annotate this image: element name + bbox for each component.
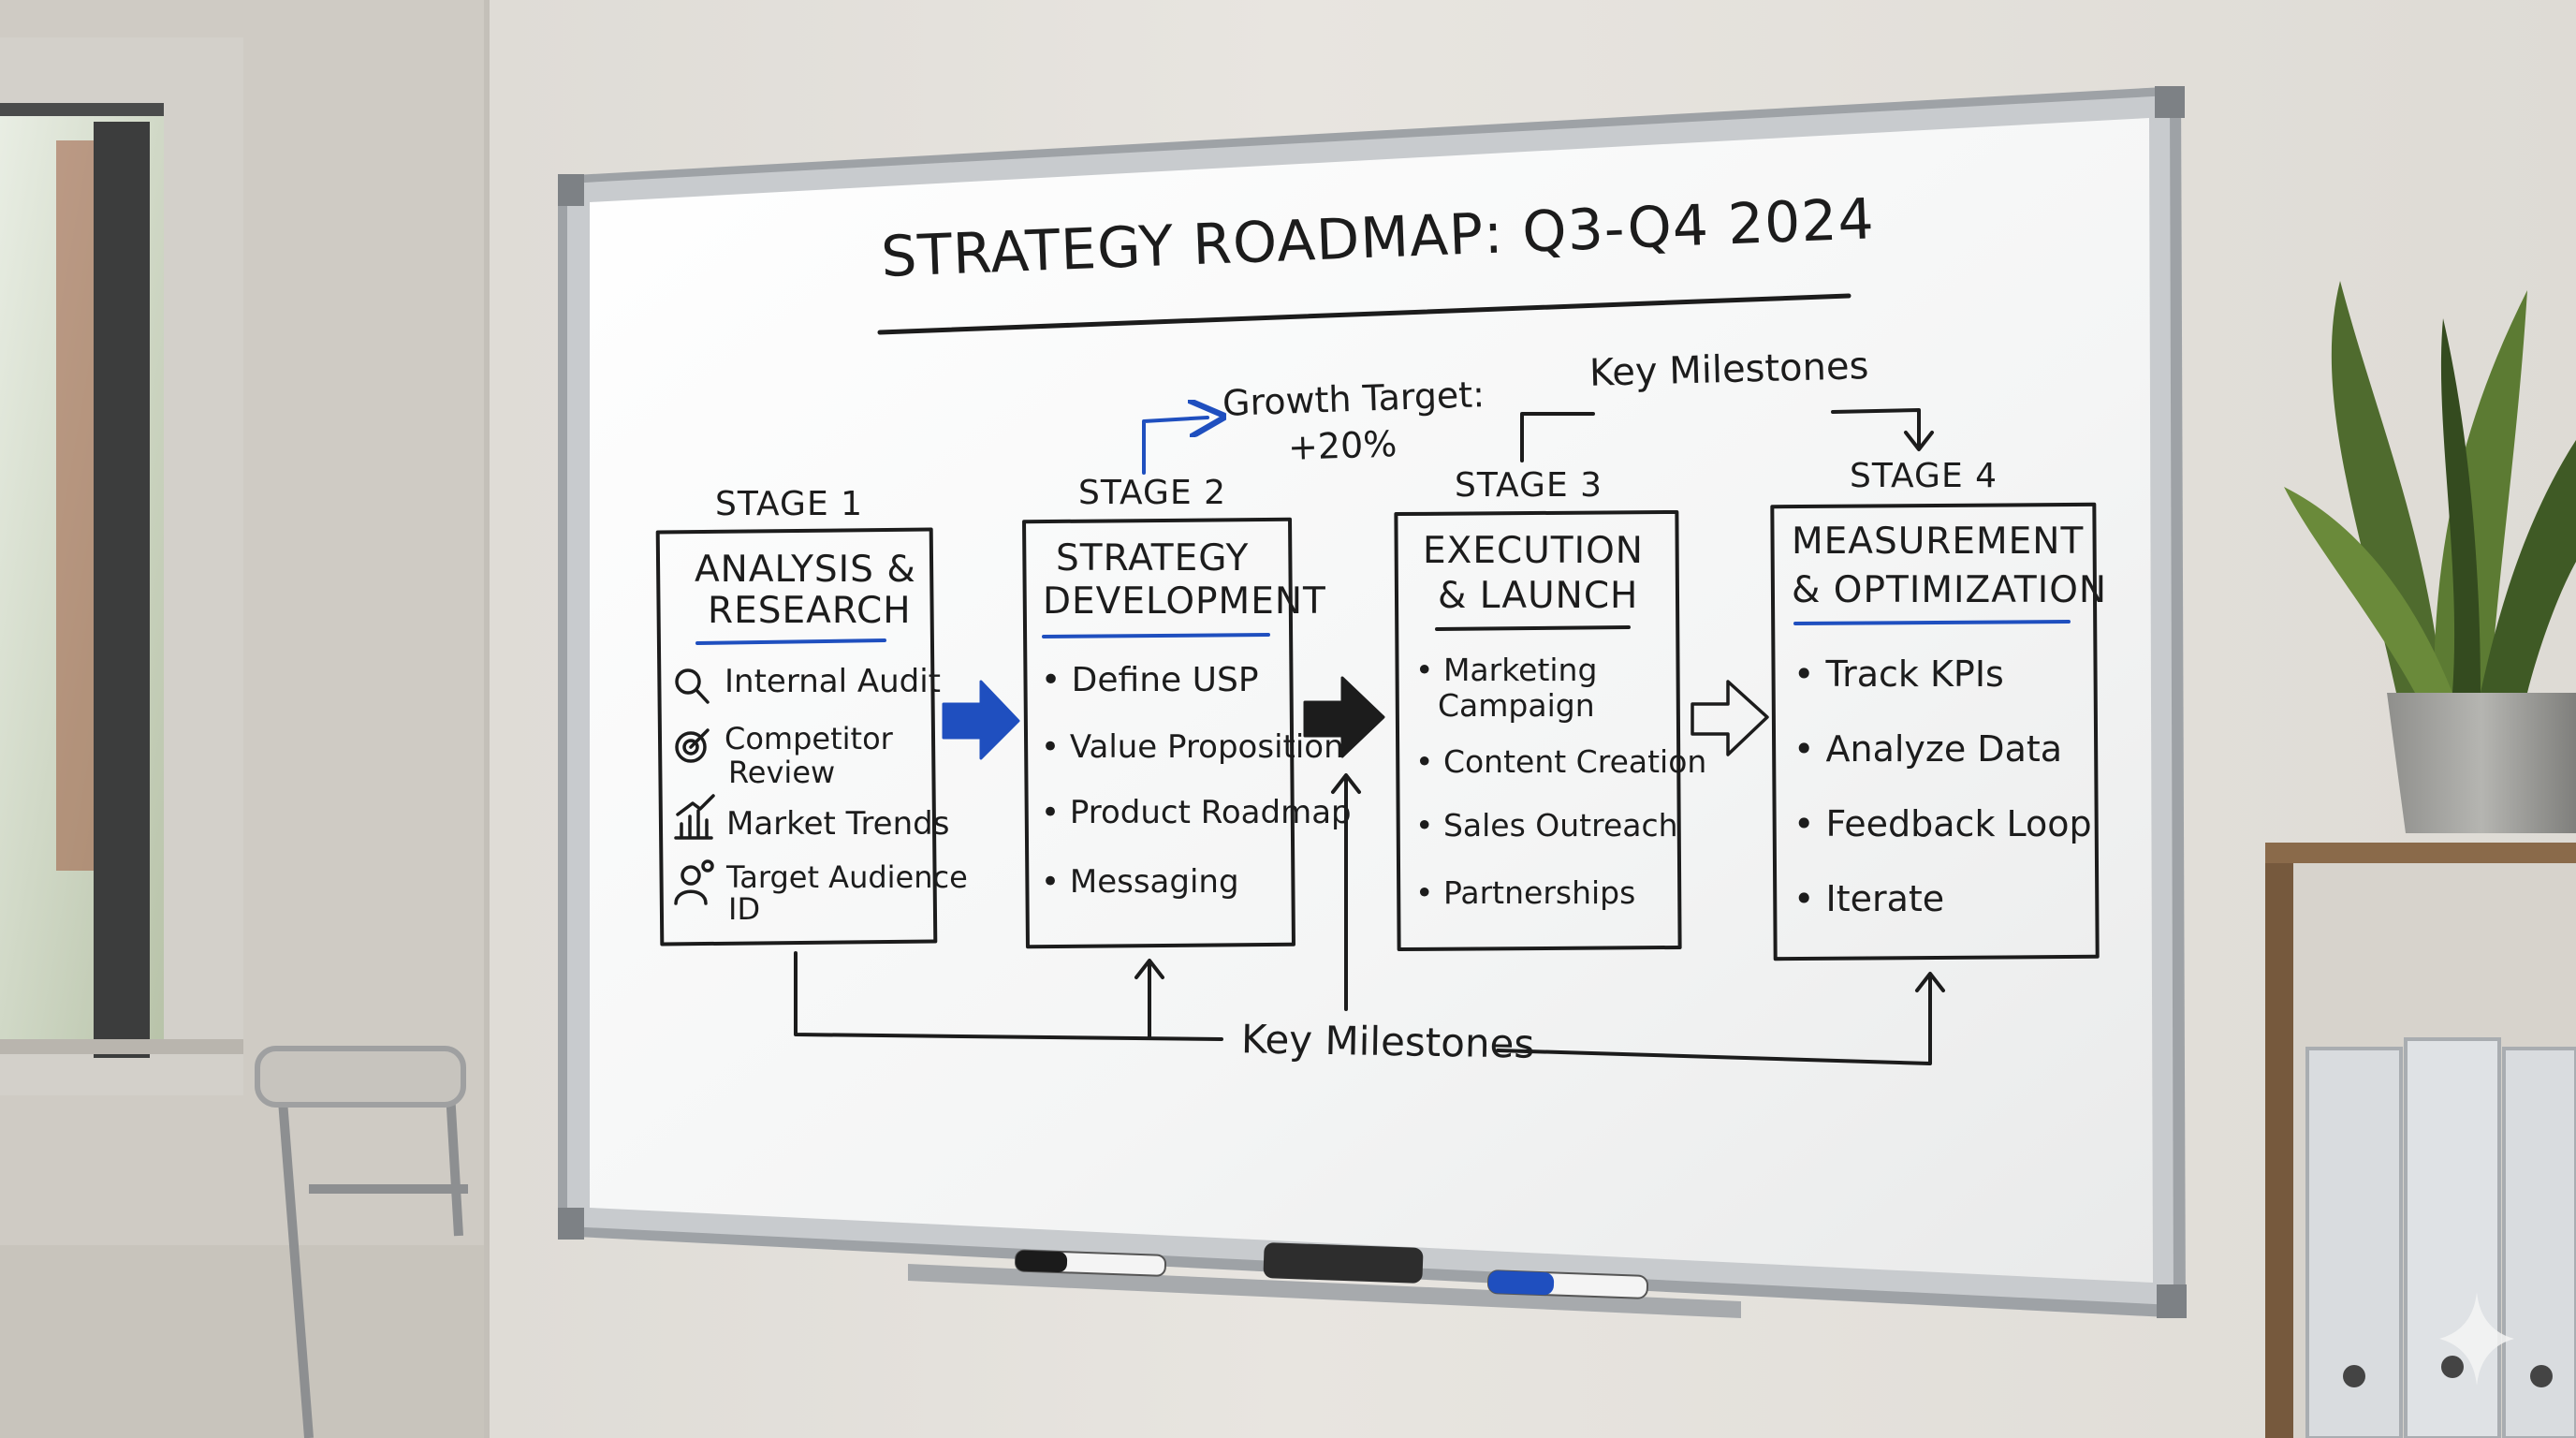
stage-1-item-4-line-2: ID (728, 891, 760, 927)
stage-3-item-1-line-1: • Marketing (1415, 652, 1597, 688)
stage-4-item-4: • Iterate (1793, 878, 1944, 919)
growth-target-line-2: +20% (1287, 423, 1398, 468)
stage-1-item-2-line-1: Competitor (724, 721, 893, 756)
stage-2-item-1: • Define USP (1041, 661, 1259, 699)
stage-3-title-line-1: EXECUTION (1423, 530, 1644, 572)
stage-1-title-line-1: ANALYSIS & (695, 549, 916, 591)
stage-4-item-3: • Feedback Loop (1793, 803, 2092, 844)
stage-4-item-1: • Track KPIs (1793, 653, 2004, 695)
stage-2-label: STAGE 2 (1078, 474, 1226, 512)
stage-3-title-underline (1437, 627, 1629, 629)
stage-4-item-2: • Analyze Data (1793, 728, 2062, 770)
stage-4-title-underline (1795, 622, 2069, 624)
stage-2-item-4: • Messaging (1041, 863, 1239, 901)
stage-3-label: STAGE 3 (1455, 466, 1603, 505)
stage-2-item-2: • Value Proposition (1041, 728, 1344, 766)
stage-1-title-line-2: RESEARCH (708, 590, 912, 632)
key-milestones-bottom: Key Milestones (1241, 1016, 1535, 1066)
stage-4-label: STAGE 4 (1850, 457, 1998, 495)
stage-3-item-4: • Partnerships (1415, 874, 1635, 911)
stage-1-label: STAGE 1 (715, 485, 863, 523)
stage-2-title-line-1: STRATEGY (1056, 537, 1249, 580)
stage-1-item-3: Market Trends (726, 805, 949, 843)
stage-4-title-line-2: & OPTIMIZATION (1792, 569, 2107, 611)
stage-2-title-underline (1044, 635, 1268, 637)
stage-2-title-line-2: DEVELOPMENT (1043, 580, 1326, 623)
stage-3-item-2: • Content Creation (1415, 743, 1706, 780)
stage-2-item-3: • Product Roadmap (1041, 794, 1352, 831)
key-milestones-top: Key Milestones (1588, 345, 1868, 395)
stage-1-item-4-line-1: Target Audience (726, 859, 968, 895)
stage-3-item-1-line-2: Campaign (1438, 687, 1595, 724)
stage-1-item-2-line-2: Review (728, 755, 835, 790)
stage-3-item-3: • Sales Outreach (1415, 807, 1678, 844)
stage-4-title-line-1: MEASUREMENT (1792, 521, 2084, 563)
stage-1-item-1: Internal Audit (724, 663, 941, 700)
window (0, 37, 243, 1095)
stage-3-title-line-2: & LAUNCH (1438, 575, 1638, 617)
shelf (2265, 843, 2576, 1438)
